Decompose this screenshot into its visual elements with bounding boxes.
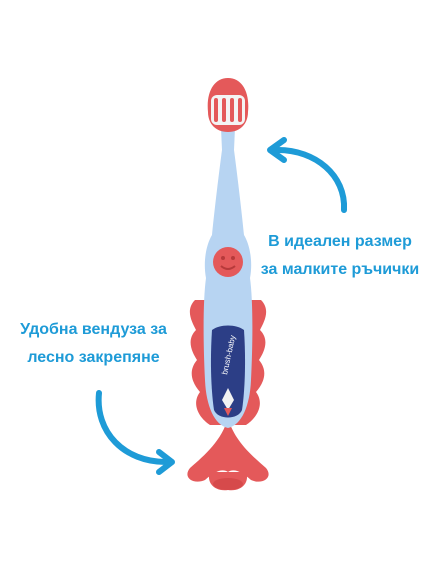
caption-ideal-size: В идеален размер за малките ръчички xyxy=(255,228,425,284)
smiley-face-button xyxy=(213,247,243,277)
handle: brush-baby xyxy=(203,150,253,428)
brush-head xyxy=(207,78,249,132)
caption-suction-cup-line1: Удобна вендуза за xyxy=(20,321,167,338)
caption-ideal-size-line2: за малките ръчички xyxy=(260,261,420,278)
rocket-icon xyxy=(222,388,234,416)
brush-neck xyxy=(221,128,235,150)
caption-suction-cup-line2: лесно закрепяне xyxy=(27,349,160,366)
suction-cup-base xyxy=(187,418,269,491)
caption-suction-cup: Удобна вендуза за лесно закрепяне xyxy=(6,316,181,372)
caption-ideal-size-line1: В идеален размер xyxy=(268,233,412,250)
